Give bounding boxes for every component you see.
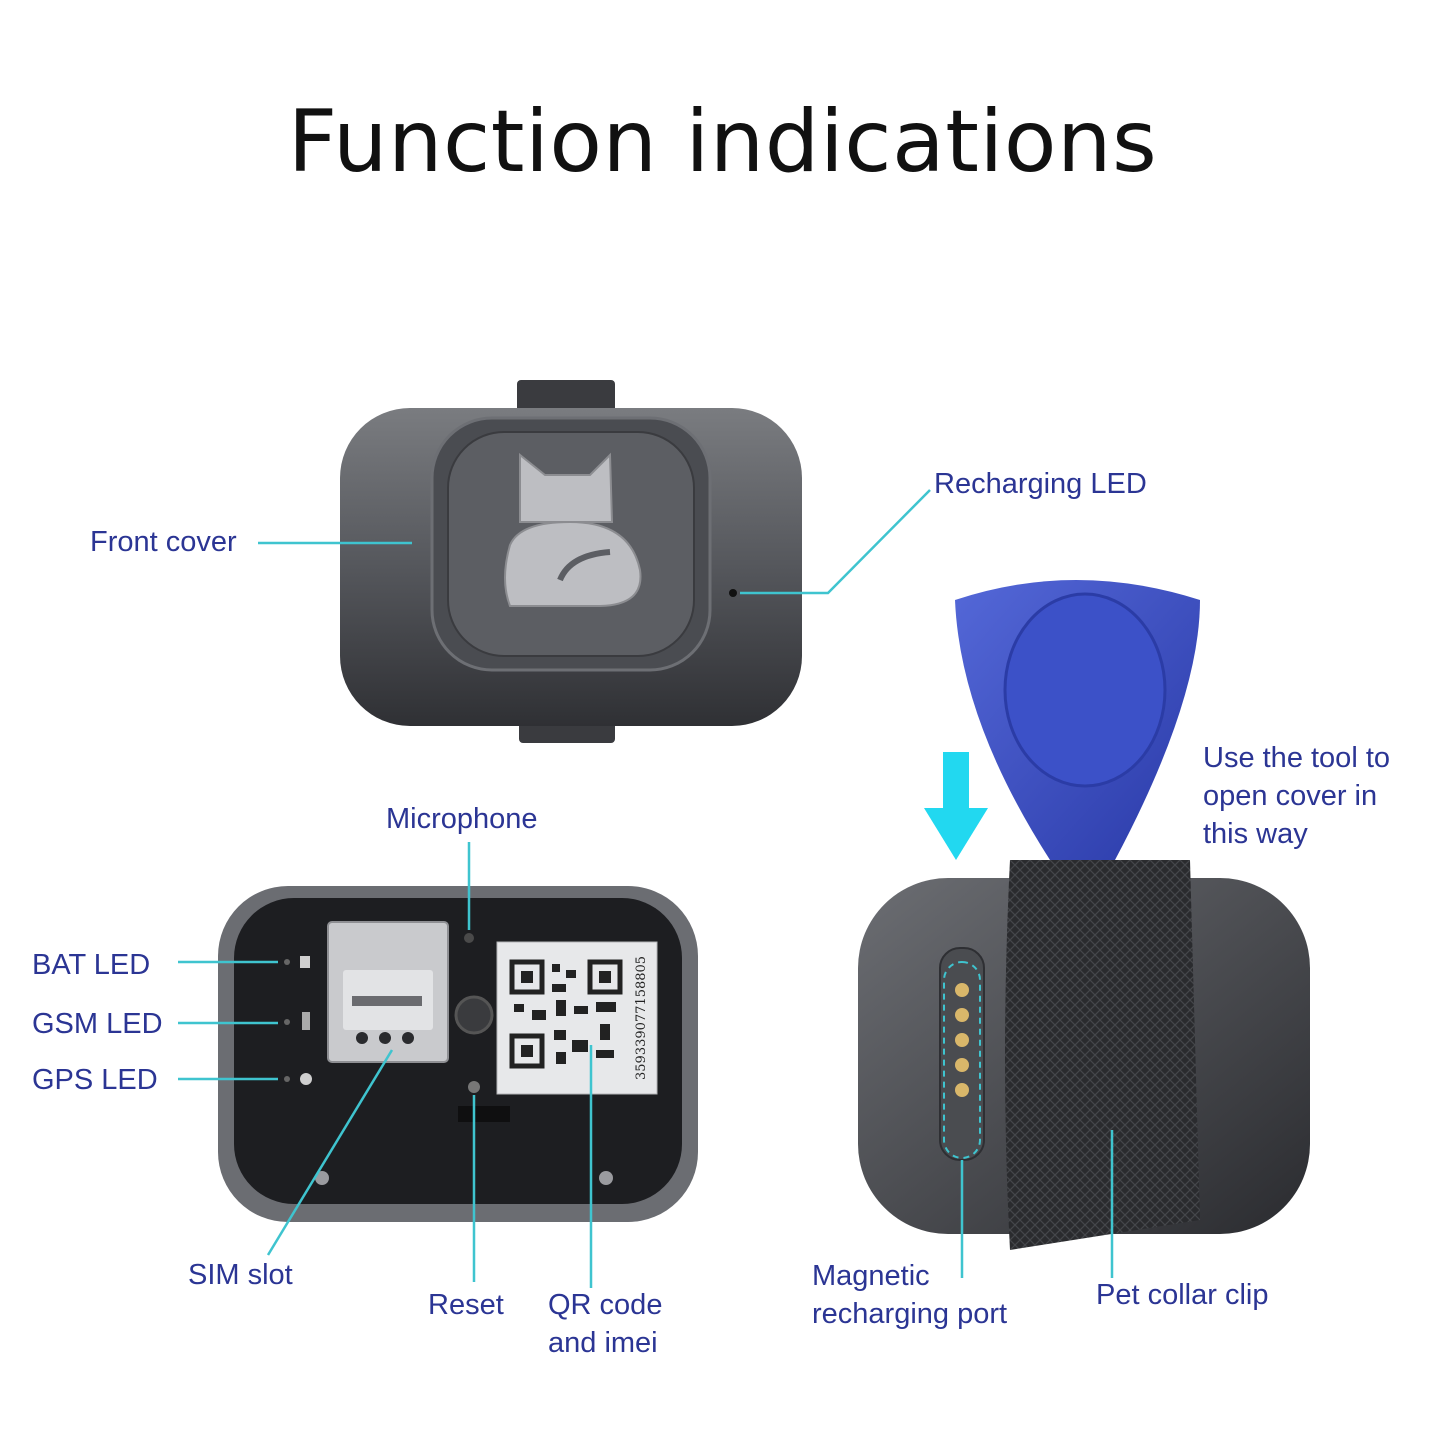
recharging-led-dot (729, 589, 737, 597)
label-tool-line3: this way (1203, 818, 1308, 850)
label-tool-line1: Use the tool to (1203, 742, 1390, 774)
label-qr-code-line1: QR code (548, 1289, 663, 1321)
open-device: 359339077158805 (218, 886, 698, 1222)
label-qr-code-line2: and imei (548, 1327, 658, 1359)
collar-clip (1005, 860, 1200, 1250)
label-magnetic-line1: Magnetic (812, 1260, 930, 1292)
label-magnetic-port: Magnetic recharging port (812, 1257, 1007, 1333)
label-tool-line2: open cover in (1203, 780, 1378, 812)
imei-number: 359339077158805 (634, 956, 649, 1080)
label-gsm-led: GSM LED (32, 1008, 163, 1040)
charging-pins (955, 983, 969, 1097)
label-magnetic-line2: recharging port (812, 1298, 1008, 1330)
down-arrow-icon (924, 752, 988, 860)
page-title: Function indications (287, 92, 1158, 192)
label-recharging-led: Recharging LED (934, 468, 1147, 500)
label-reset: Reset (428, 1289, 504, 1321)
qr-code-icon (509, 959, 623, 1069)
qr-label (496, 941, 658, 1095)
label-gps-led: GPS LED (32, 1064, 158, 1096)
charging-port (939, 947, 985, 1161)
label-microphone: Microphone (386, 803, 538, 835)
front-device (340, 380, 802, 743)
reset-hole (468, 1081, 480, 1093)
label-bat-led: BAT LED (32, 949, 151, 981)
microphone-hole (464, 933, 474, 943)
label-qr-code: QR code and imei (548, 1286, 662, 1362)
label-sim-slot: SIM slot (188, 1259, 293, 1291)
label-front-cover: Front cover (90, 526, 237, 558)
side-device (858, 580, 1310, 1250)
label-tool: Use the tool to open cover in this way (1203, 739, 1390, 853)
label-pet-collar-clip: Pet collar clip (1096, 1279, 1269, 1311)
leader-lines (178, 489, 1114, 1288)
